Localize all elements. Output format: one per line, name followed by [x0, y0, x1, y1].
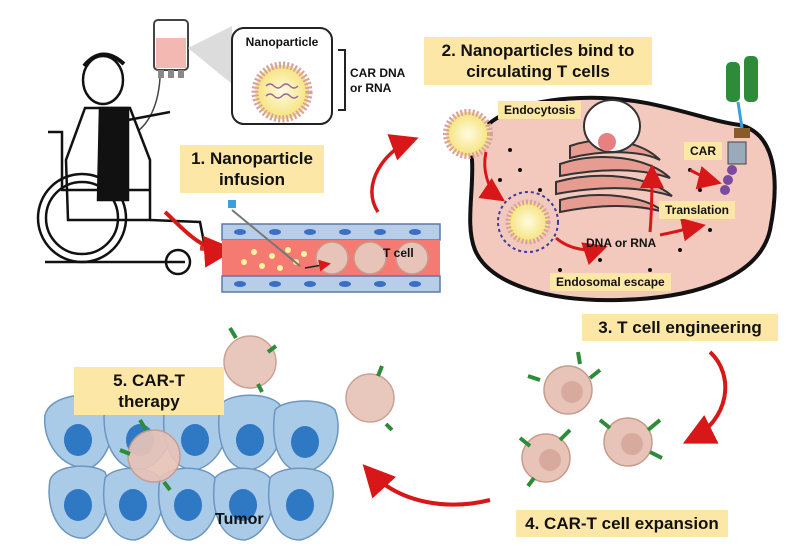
- car-t-cells-expansion: [518, 351, 663, 488]
- step-2-label: 2. Nanoparticles bind to circulating T c…: [424, 37, 652, 85]
- endosomal-escape-label: Endosomal escape: [550, 273, 671, 291]
- step-arrow-3-4: [682, 350, 728, 444]
- blood-vessel: [221, 200, 441, 293]
- zoom-wedge: [188, 26, 232, 84]
- step-1-label: 1. Nanoparticle infusion: [180, 145, 324, 193]
- endocytosis-label: Endocytosis: [498, 101, 582, 119]
- tumor-cluster: [43, 393, 339, 541]
- translation-label: Translation: [659, 201, 736, 219]
- step-3-label: 3. T cell engineering: [582, 314, 778, 341]
- infusion-arrow: [163, 210, 236, 268]
- step-arrow-4-5: [362, 464, 491, 507]
- car-t-cells-therapy: [119, 326, 395, 492]
- t-cell-engineering-panel: [443, 56, 777, 303]
- car-label: CAR: [684, 142, 722, 160]
- nanoparticle-label: Nanoparticle: [245, 35, 319, 49]
- car-dna-label: CAR DNA: [350, 66, 406, 80]
- step-4-label: 4. CAR-T cell expansion: [516, 510, 728, 537]
- iv-bag: [129, 19, 189, 136]
- step-5-label: 5. CAR-T therapy: [74, 367, 224, 415]
- or-rna-label: or RNA: [350, 81, 392, 95]
- patient-wheelchair: [36, 52, 223, 276]
- dna-or-rna-label: DNA or RNA: [586, 236, 657, 250]
- step-arrow-1-2: [370, 134, 419, 213]
- nanoparticle-inset: [231, 27, 346, 125]
- t-cell-label: T cell: [383, 246, 414, 260]
- tumor-label: Tumor: [215, 511, 264, 528]
